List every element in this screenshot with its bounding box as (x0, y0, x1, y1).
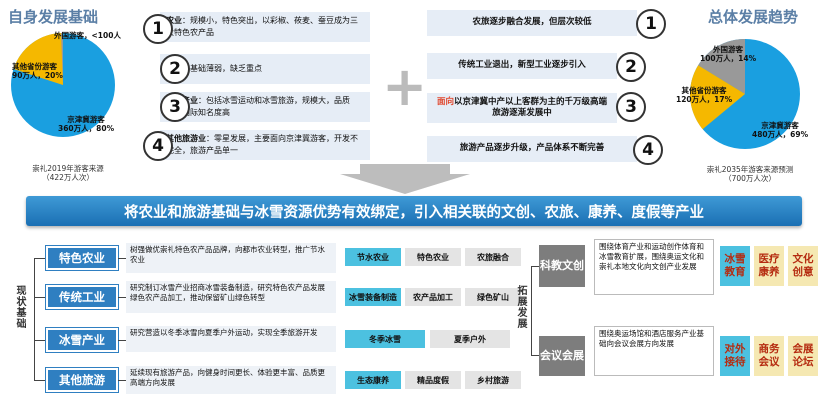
tag-eco-wellness: 生态康养 (345, 371, 401, 389)
right-pie-chart (689, 39, 800, 149)
right-pie-note: 崇礼2035年游客来源预测 （700万人次） (706, 165, 794, 184)
extension-desc-sci-edu-culture: 围绕体育产业和运动创作体育和冰雪教育扩展，围绕奥运文化和崇礼本地文化向文创产业发… (594, 239, 714, 295)
right-pie-label-jingjinji: 京津冀游客 480万人，69% (752, 121, 809, 139)
right-item-4-number: 4 (633, 135, 663, 165)
plus-icon: + (382, 55, 428, 118)
left-item-4-number: 4 (143, 131, 173, 161)
left-item-4: 其他旅游业：零星发展，主要面向京津冀游客，开发不完全，旅游产品单一 (160, 130, 370, 160)
right-item-4: 旅游产品逐步升级，产品体系不断完善 (427, 136, 637, 162)
output-external-reception: 对外接待 (720, 336, 750, 376)
extension-desc-conference-exhibition: 围绕奥运场馆和酒店服务产业基础向会议会展方向发展 (594, 326, 714, 376)
right-item-3-number: 3 (616, 92, 646, 122)
extension-label-sci-edu-culture: 科教文创 (539, 245, 585, 287)
right-pie-slice-foreign (698, 39, 745, 94)
left-pie-label-other: 其他省份游客 90万人，20% (12, 62, 63, 80)
status-label-ice-snow: 冰雪产业 (46, 328, 118, 352)
tag-green-mine: 绿色矿山 (465, 288, 521, 306)
status-desc-industry: 研究制订冰雪产业招商冰雪装备制造，研究特色农产品发展绿色农产品加工，推动保留矿山… (126, 281, 336, 313)
output-medical-wellness: 医疗康养 (754, 246, 784, 286)
right-pie-slice-other-provinces (689, 65, 745, 130)
left-item-3-number: 3 (160, 92, 190, 122)
status-label-industry: 传统工业 (46, 285, 118, 309)
status-label-other-tourism: 其他旅游 (46, 368, 118, 392)
left-item-1: 农业：规模小，特色突出，以彩椒、莜麦、蚕豆成为三大特色农产品 (160, 12, 370, 42)
status-section-title: 现状基础 (14, 285, 25, 329)
left-item-3: 冰雪产业：包括冰雪运动和冰雪旅游，规模大，品质高，国际知名度高 (160, 92, 370, 122)
status-desc-other-tourism: 延续现有旅游产品，向健身时间更长、体验更丰富、品质更高端方向发展 (126, 366, 336, 394)
left-panel-title: 自身发展基础 (8, 8, 99, 26)
extension-section-title: 拓展发展 (515, 285, 526, 329)
output-exhibition-forum: 会展论坛 (788, 336, 818, 376)
output-business-meeting: 商务会议 (754, 336, 784, 376)
output-cultural-creative: 文化创意 (788, 246, 818, 286)
left-pie-note: 崇礼2019年游客来源 （422万人次） (32, 164, 104, 183)
right-item-1-number: 1 (636, 9, 666, 39)
right-panel-title: 总体发展趋势 (708, 8, 799, 26)
left-pie-slice-other-provinces (13, 32, 63, 85)
left-item-2: 工业：基础薄弱，缺乏重点 (160, 54, 370, 84)
tag-water-saving-agriculture: 节水农业 (345, 248, 401, 266)
tag-agri-tourism: 农旅融合 (465, 248, 521, 266)
left-item-1-number: 1 (143, 14, 173, 44)
status-label-agriculture: 特色农业 (46, 246, 118, 270)
left-pie-slice-foreign (61, 32, 63, 85)
right-pie-label-other: 其他省份游客 120万人，17% (676, 86, 733, 104)
output-ice-snow-education: 冰雪教育 (720, 246, 750, 286)
left-pie-label-foreign: 外国游客，<100人 (54, 31, 121, 40)
tag-winter-ice-snow: 冬季冰雪 (345, 330, 425, 348)
tag-specialty-agriculture: 特色农业 (405, 248, 461, 266)
extension-label-conference-exhibition: 会议会展 (539, 336, 585, 376)
summary-banner: 将农业和旅游基础与冰雪资源优势有效绑定，引入相关联的文创、农旅、康养、度假等产业 (26, 196, 802, 226)
status-desc-agriculture: 树强做优崇礼特色农产品品牌，向都市农业转型，推广节水农业 (126, 243, 336, 273)
right-pie-label-foreign: 外国游客 100万人，14% (700, 45, 757, 63)
right-item-3: 面向以京津冀中产以上客群为主的千万级高端旅游逐渐发展中 (427, 93, 617, 123)
right-item-2: 传统工业退出，新型工业逐步引入 (427, 53, 617, 79)
left-pie-chart (11, 32, 115, 137)
tag-boutique-vacation: 精品度假 (405, 371, 461, 389)
down-arrow-icon (340, 164, 470, 194)
tag-summer-outdoor: 夏季户外 (430, 330, 510, 348)
right-item-2-number: 2 (616, 52, 646, 82)
status-desc-ice-snow: 研究营造以冬季冰雪向夏季户外运动，实现全季旅游开发 (126, 326, 336, 352)
tag-rural-tourism: 乡村旅游 (465, 371, 521, 389)
left-pie-label-jingjinji: 京津冀游客 360万人，80% (58, 115, 115, 133)
left-item-2-number: 2 (160, 54, 190, 84)
right-item-1: 农旅逐步融合发展，但层次较低 (427, 10, 637, 36)
tag-ice-snow-equipment: 冰雪装备制造 (345, 288, 401, 306)
tag-agri-processing: 农产品加工 (405, 288, 461, 306)
